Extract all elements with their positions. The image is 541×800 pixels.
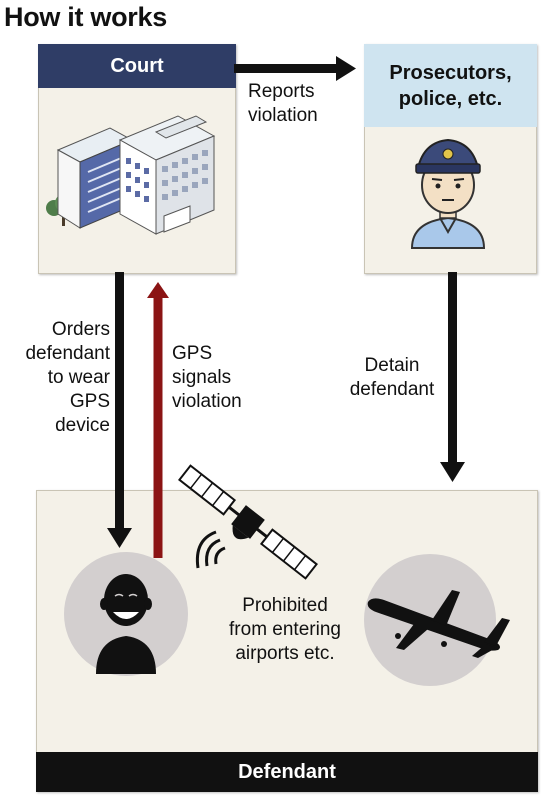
- gps-signals-label: GPS signals violation: [172, 343, 242, 412]
- court-building-icon: [46, 115, 216, 235]
- court-header: Court: [38, 44, 236, 88]
- gps-arrow: [147, 282, 169, 558]
- orders-arrow: [107, 272, 132, 548]
- defendant-silhouette-icon: [64, 552, 188, 676]
- page-title: How it works: [4, 2, 167, 32]
- satellite-icon: [178, 464, 318, 580]
- reports-arrow: [234, 56, 356, 81]
- detain-label: Detain defendant: [349, 355, 435, 400]
- police-officer-icon: [410, 138, 486, 249]
- prohibited-label: Prohibited from entering airports etc.: [229, 595, 341, 664]
- airplane-icon: [364, 554, 510, 686]
- defendant-footer: Defendant: [36, 752, 538, 792]
- orders-label: Orders defendant to wear GPS device: [25, 319, 110, 436]
- prosecutors-label: Prosecutors, police, etc.: [389, 61, 512, 110]
- reports-label: Reports violation: [248, 81, 318, 126]
- prosecutors-header: Prosecutors, police, etc.: [364, 44, 537, 127]
- detain-arrow: [440, 272, 465, 482]
